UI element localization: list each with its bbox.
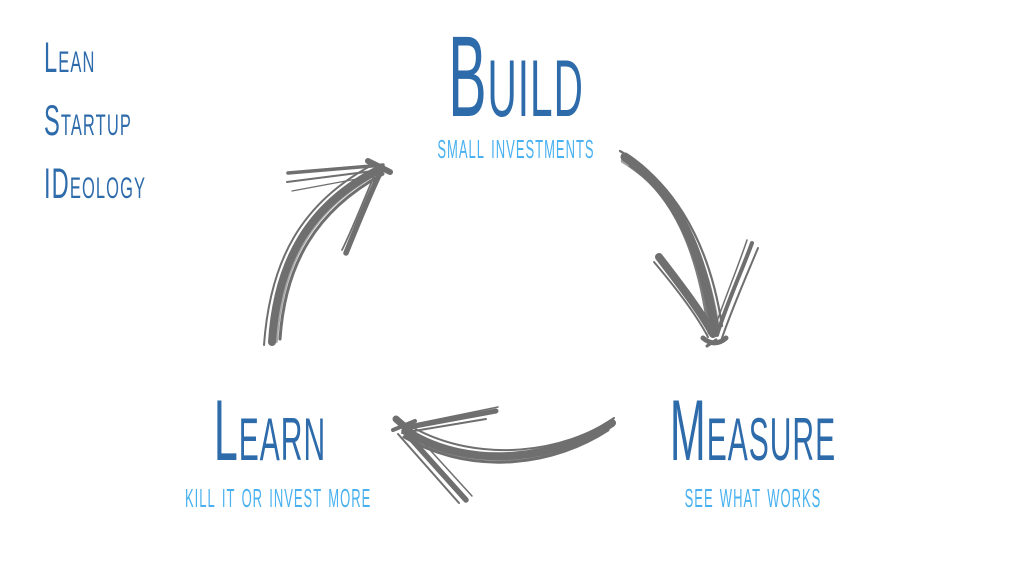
build-subtitle: small investments: [437, 125, 595, 166]
deck-title-line-1: Lean: [44, 34, 96, 82]
measure-label: Measure: [669, 383, 837, 479]
build-label: Build: [448, 13, 584, 141]
learn-subtitle: kill it or invest more: [185, 474, 372, 515]
cycle-node-learn: Learn kill it or invest more: [100, 388, 440, 513]
cycle-node-measure: Measure see what works: [583, 388, 923, 513]
cycle-node-build: Build small investments: [356, 13, 676, 166]
deck-title: Lean Startup IDeology: [44, 27, 146, 216]
deck-title-line-2: Startup: [44, 97, 132, 145]
learn-label: Learn: [213, 383, 327, 479]
deck-title-line-3: IDeology: [44, 160, 147, 208]
arrow-build-to-measure-icon: [618, 149, 759, 348]
arrow-learn-to-build-icon: [263, 158, 393, 346]
measure-subtitle: see what works: [684, 474, 822, 515]
arrow-measure-to-learn-icon: [391, 406, 616, 504]
